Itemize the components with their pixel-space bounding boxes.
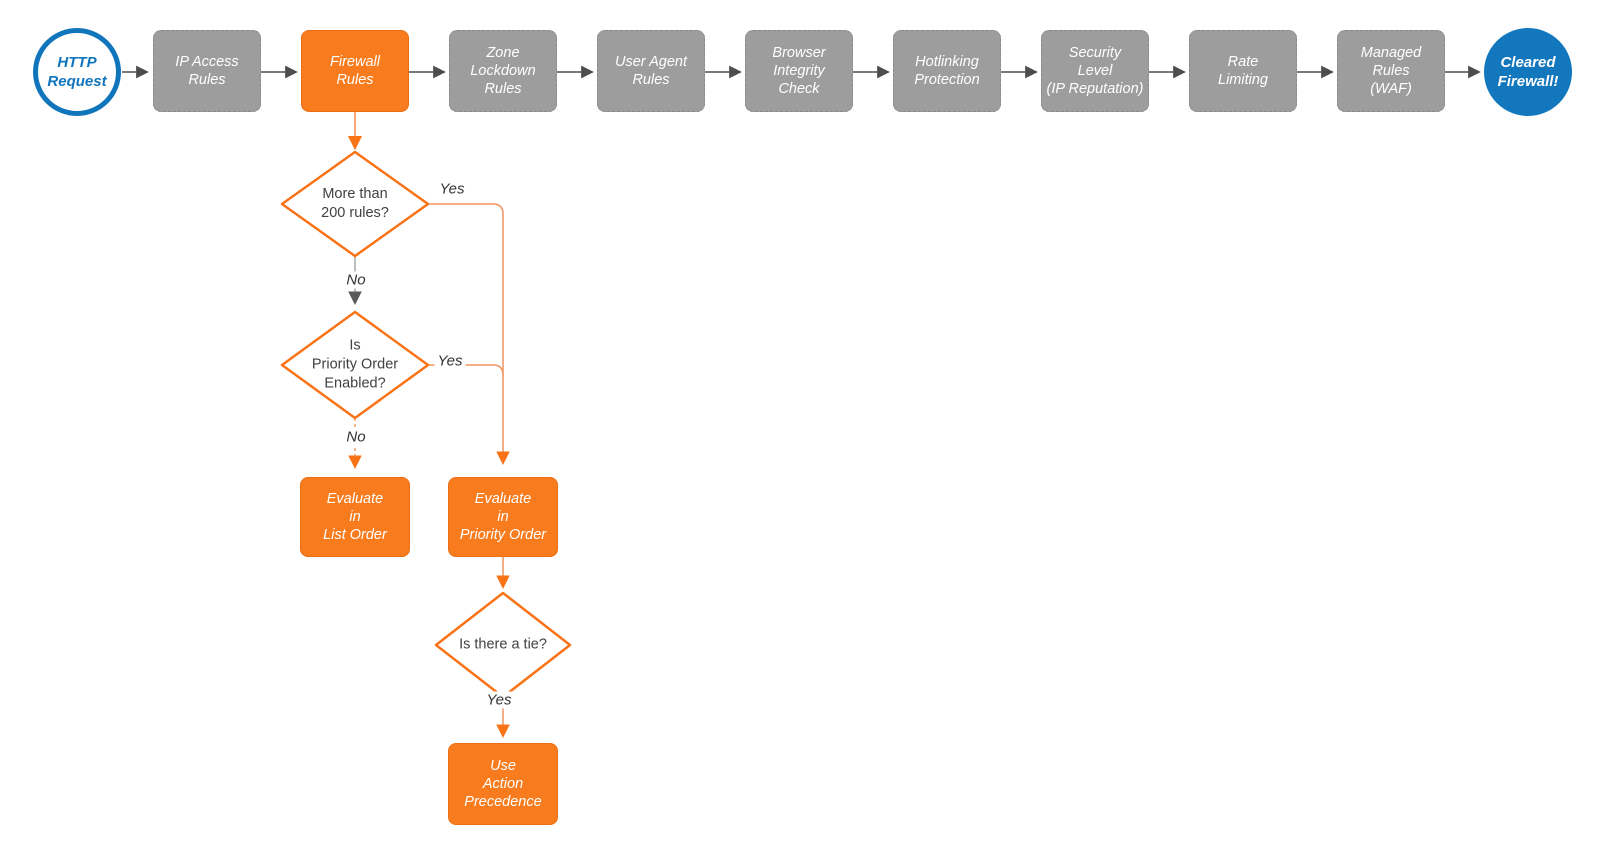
outcome-label: Evaluate in List Order xyxy=(323,491,387,543)
stage-label: Firewall Rules xyxy=(330,54,380,88)
edge-label-decision2-no: No xyxy=(343,428,369,446)
end-node-label: Cleared Firewall! xyxy=(1497,54,1559,90)
end-node-cleared-firewall: Cleared Firewall! xyxy=(1484,28,1572,116)
stage-browser-integrity-check: Browser Integrity Check xyxy=(745,30,853,112)
stage-label: Hotlinking Protection xyxy=(914,54,980,88)
stage-label: Browser Integrity Check xyxy=(772,45,826,97)
connector-decision1-yes xyxy=(428,203,510,466)
stage-label: Zone Lockdown Rules xyxy=(470,45,536,97)
edge-label-decision1-no: No xyxy=(343,271,369,289)
start-node-http-request: HTTP Request xyxy=(33,28,121,116)
stage-firewall-rules: Firewall Rules xyxy=(301,30,409,112)
stage-managed-rules-waf: Managed Rules (WAF) xyxy=(1337,30,1445,112)
stage-rate-limiting: Rate Limiting xyxy=(1189,30,1297,112)
stage-label: User Agent Rules xyxy=(615,54,687,88)
stage-zone-lockdown-rules: Zone Lockdown Rules xyxy=(449,30,557,112)
connector-decision2-yes xyxy=(428,364,504,376)
stage-user-agent-rules: User Agent Rules xyxy=(597,30,705,112)
outcome-use-action-precedence: Use Action Precedence xyxy=(448,743,558,825)
outcome-label: Use Action Precedence xyxy=(464,758,542,810)
decision-priority-order-enabled-shape xyxy=(280,310,430,420)
start-node-label: HTTP Request xyxy=(47,54,107,90)
decision-is-there-a-tie-shape xyxy=(434,591,572,699)
outcome-label: Evaluate in Priority Order xyxy=(459,491,547,543)
edge-label-decision2-yes: Yes xyxy=(434,352,466,370)
stage-hotlinking-protection: Hotlinking Protection xyxy=(893,30,1001,112)
decision-more-than-200-rules-shape xyxy=(280,150,430,258)
stage-label: IP Access Rules xyxy=(175,54,239,88)
outcome-evaluate-list-order: Evaluate in List Order xyxy=(300,477,410,557)
edge-label-decision1-yes: Yes xyxy=(436,180,468,198)
stage-ip-access-rules: IP Access Rules xyxy=(153,30,261,112)
stage-label: Managed Rules (WAF) xyxy=(1360,45,1422,97)
stage-security-level-ip-reputation: Security Level (IP Reputation) xyxy=(1041,30,1149,112)
stage-label: Rate Limiting xyxy=(1218,54,1268,88)
edge-label-decision3-yes: Yes xyxy=(483,691,515,709)
outcome-evaluate-priority-order: Evaluate in Priority Order xyxy=(448,477,558,557)
stage-label: Security Level (IP Reputation) xyxy=(1046,45,1144,97)
